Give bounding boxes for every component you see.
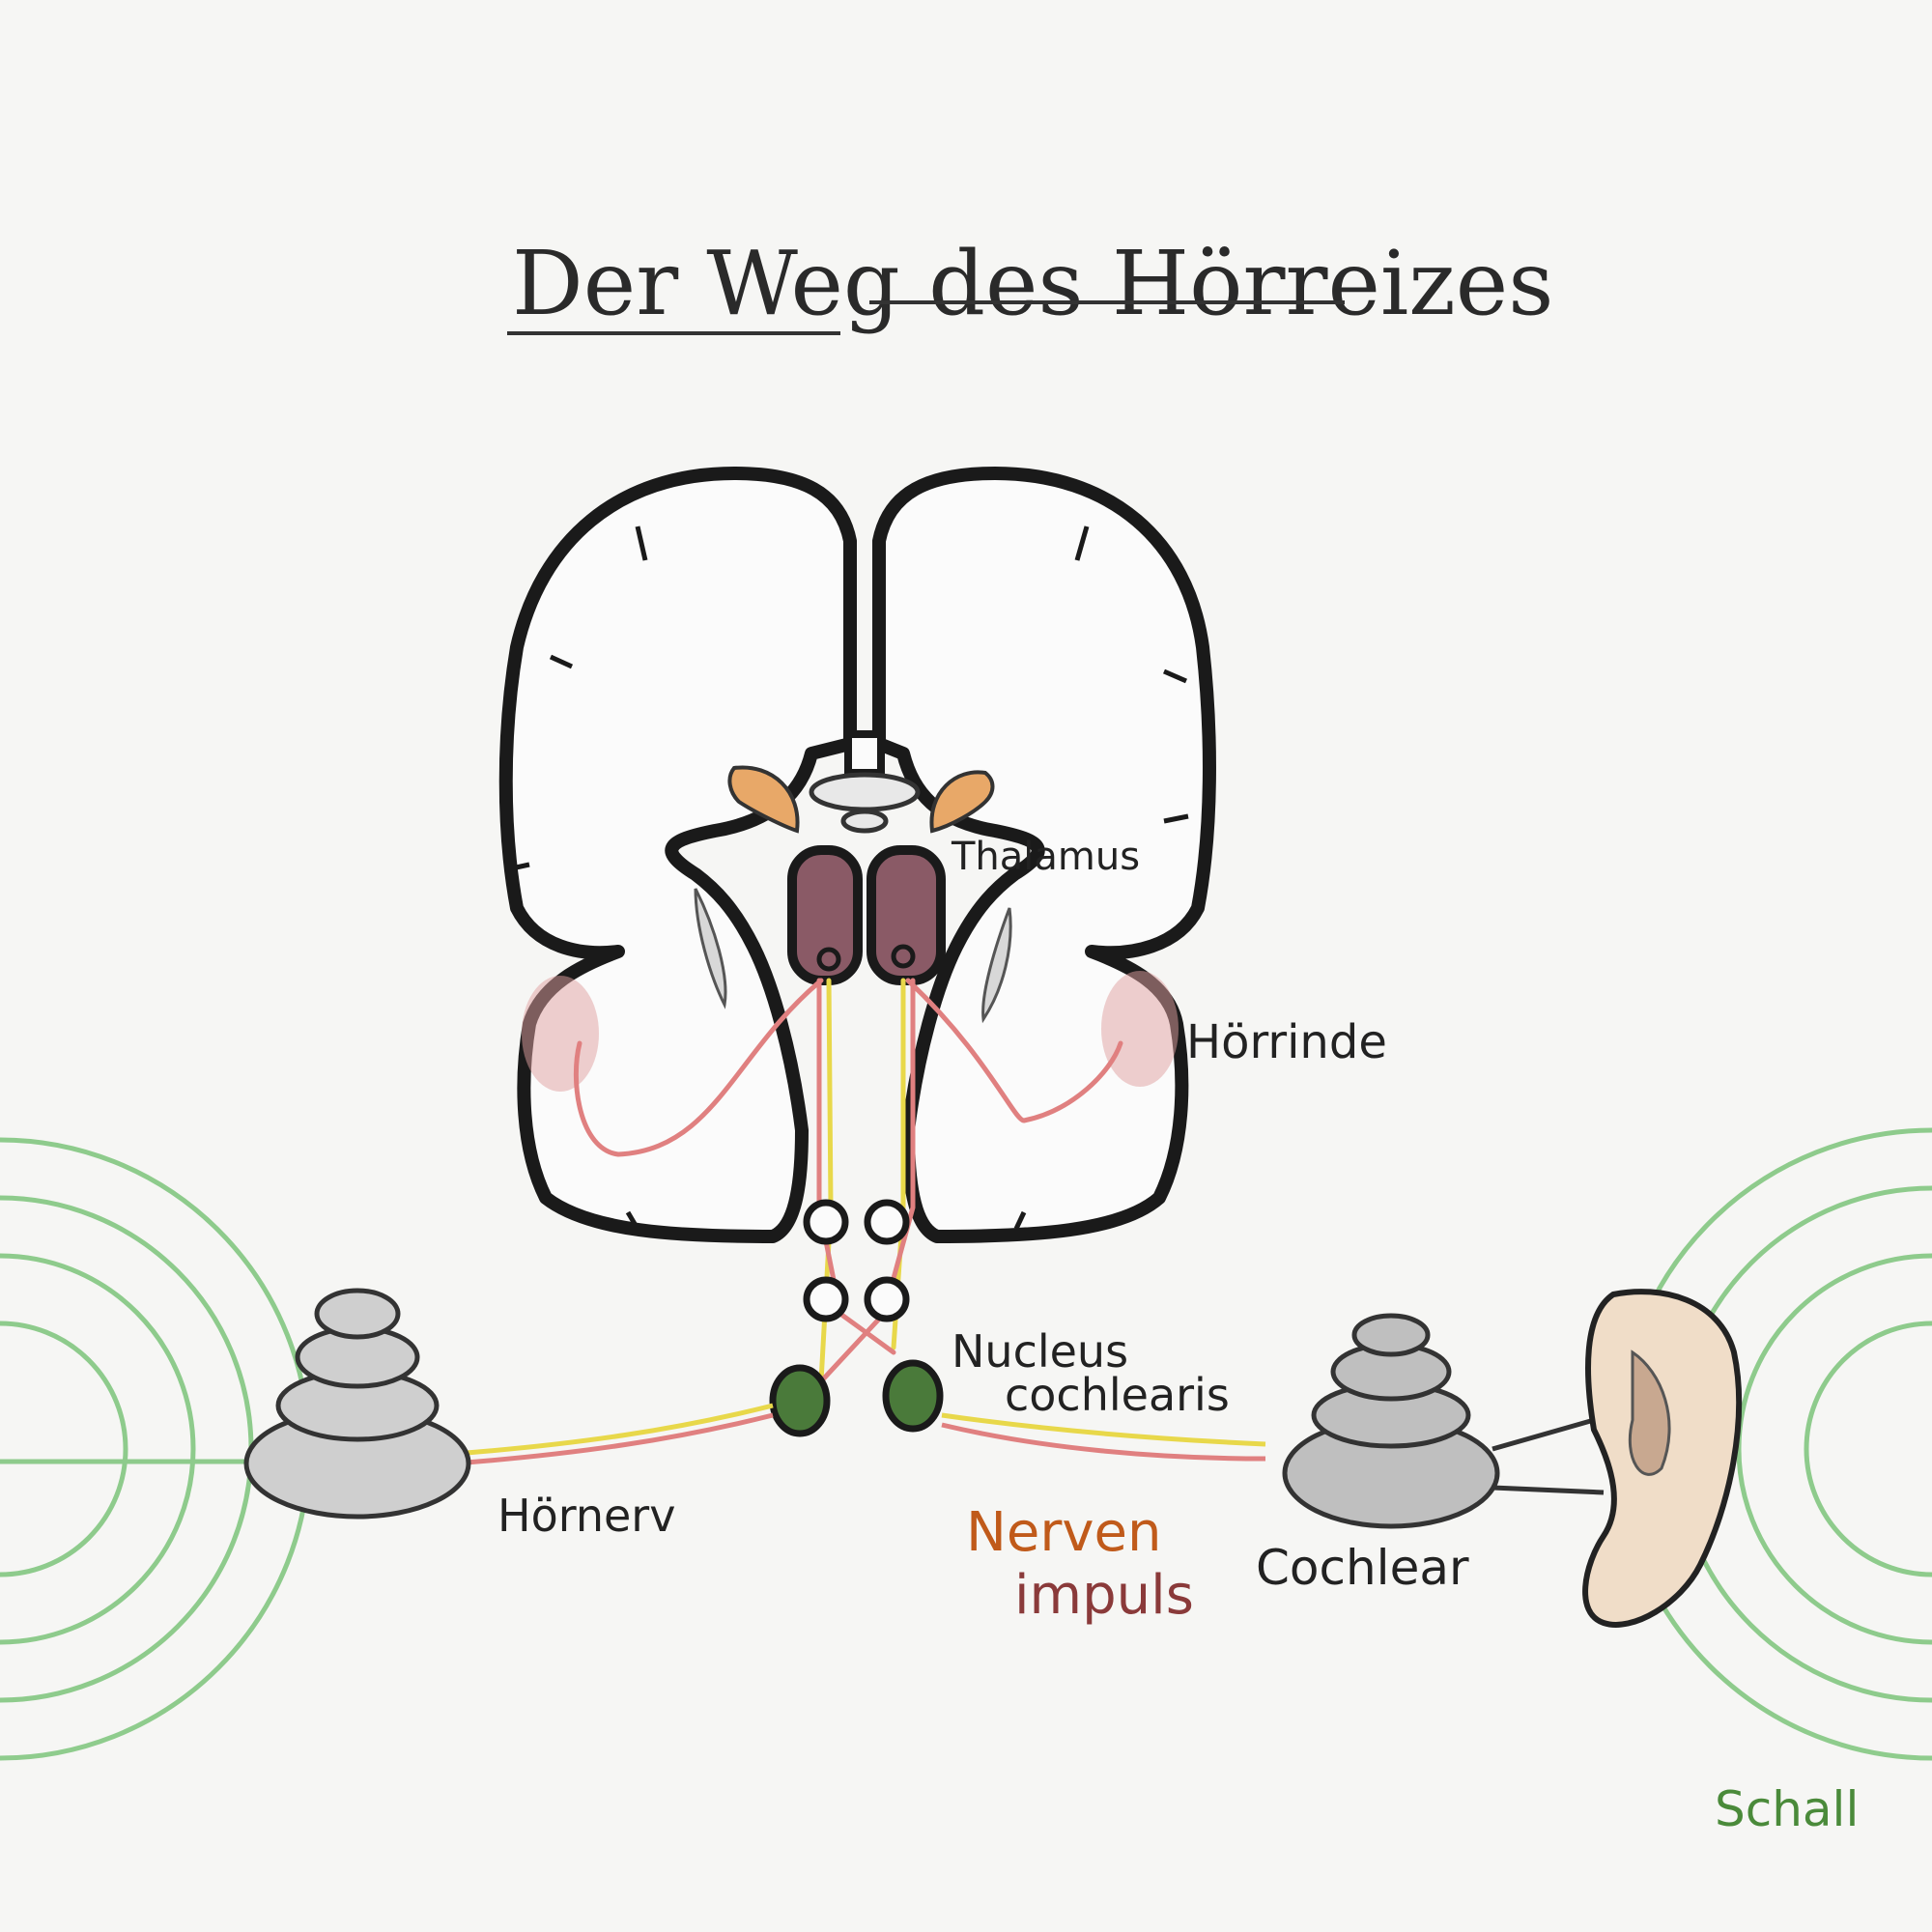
relay-nuclei [803, 1199, 910, 1322]
auditory-cortex-shading [522, 971, 1179, 1092]
label-cochlear: Cochlear [1256, 1540, 1469, 1596]
cochlea-left [243, 1288, 471, 1520]
cochlea-right [1282, 1313, 1500, 1529]
label-hoernerv: Hörnerv [497, 1490, 675, 1542]
nucleus-cochlearis-left [769, 1364, 831, 1437]
nucleus-cochlearis [769, 1359, 944, 1437]
ear-canal [1492, 1417, 1605, 1495]
central-structures [809, 772, 921, 834]
auditory-nerve-lines [453, 1403, 1266, 1466]
label-nerven-line2: impuls [1014, 1564, 1194, 1627]
label-nucleus-line1: Nucleus [952, 1325, 1128, 1378]
nucleus-cochlearis-right [882, 1359, 944, 1433]
label-thalamus: Thalamus [951, 835, 1140, 879]
basal-ganglia [727, 765, 995, 834]
sulci-marks [506, 526, 1189, 1231]
thalamus [787, 845, 946, 985]
ventricles [694, 888, 1012, 1024]
diagram-title: Der Weg des Hörreizes [512, 232, 1553, 335]
label-nucleus-line2: cochlearis [1005, 1369, 1230, 1421]
thalamus-left [787, 845, 863, 985]
label-schall: Schall [1715, 1781, 1859, 1837]
thalamus-nucleus-left [816, 947, 841, 972]
label-nerven-line1: Nerven [966, 1501, 1161, 1564]
outer-ear [1582, 1289, 1743, 1628]
brain-midline-stem [844, 730, 885, 777]
label-hoerrinde: Hörrinde [1186, 1015, 1387, 1069]
thalamus-right [867, 845, 946, 985]
thalamus-nucleus-right [891, 944, 916, 969]
